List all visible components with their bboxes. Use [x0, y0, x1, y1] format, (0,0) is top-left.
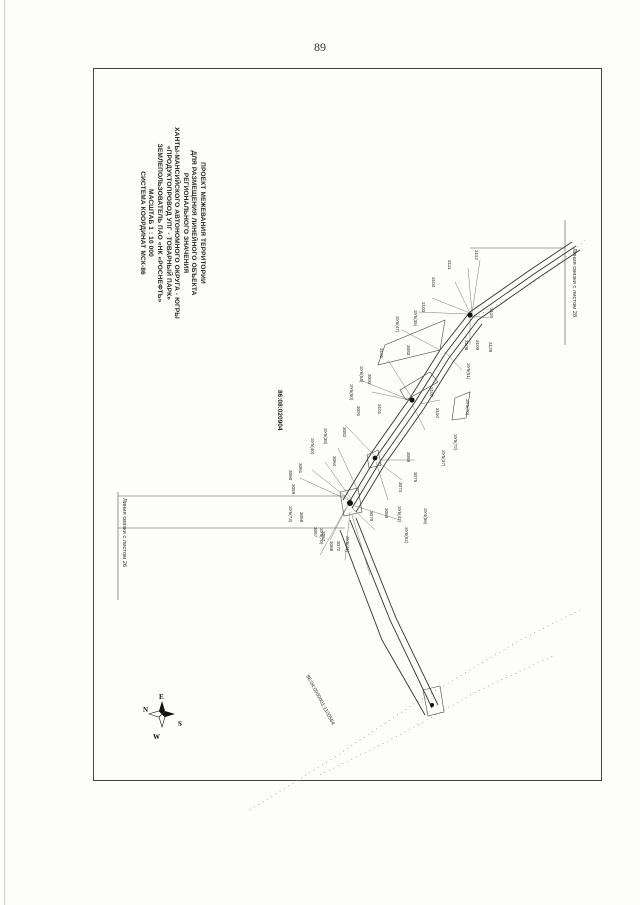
plot-label: 3083 [406, 345, 411, 356]
plot-label: 3111 [447, 260, 452, 270]
plot-label: 3072 [336, 541, 341, 552]
corridor-line-4 [355, 323, 483, 513]
plot-label: 3091 [356, 406, 361, 417]
scan-edge [4, 0, 5, 905]
plot-label: 3103 [421, 302, 426, 313]
compass-arrow-north [159, 701, 165, 714]
plot-label: ЗУ6(50) [349, 384, 354, 401]
parcel-outline [399, 371, 439, 401]
dotted-boundary-middle [319, 654, 556, 776]
plot-label: ЗУ5(38) [323, 428, 328, 445]
plot-label: 3059 [291, 484, 296, 495]
plot-label: ЗУ6(54) [359, 366, 364, 383]
compass-rose: N S E W [143, 693, 182, 741]
plot-label: ЗУ5(37) [441, 450, 446, 467]
node [409, 397, 415, 403]
corridor-south-c [339, 529, 426, 716]
plot-label: ЗУ5(72) [453, 434, 458, 451]
plot-label: 3128 [488, 342, 493, 353]
plot-label: ЗУ6(73) [288, 506, 293, 523]
plot-label: 3110 [435, 408, 440, 418]
plot-label: 3101 [377, 404, 382, 415]
plot-label: 3118 [489, 308, 494, 318]
plot-label: ЗУ6(51) [466, 363, 471, 380]
plot-label: 3067 [321, 531, 326, 542]
plot-label: ЗУ5(70) [465, 399, 470, 416]
plot-label: 3074 [398, 482, 403, 493]
plot-label: 3107 [429, 387, 434, 398]
plot-label: 3068 [406, 452, 411, 463]
compass-s: S [178, 720, 182, 728]
plot-label: 3057 [313, 527, 318, 538]
plot-label: ЗУ6(41) [345, 536, 350, 553]
plot-label: 3075 [413, 472, 418, 483]
dotted-boundary-lower [249, 609, 581, 811]
parcel-outline [339, 487, 363, 517]
plot-label: 3060 [288, 470, 293, 481]
plot-label: 3108 [464, 340, 469, 351]
parcel-outline [377, 319, 446, 366]
plot-label: 3102 [379, 348, 384, 359]
corridor-south-b [355, 517, 439, 706]
plot-label: 3112 [474, 250, 479, 260]
node [430, 703, 434, 707]
plot-label: ЗУ5(35) [413, 310, 418, 327]
plot-label: 3061 [298, 463, 303, 474]
plot-label: 3109 [475, 340, 480, 351]
plot-label: ЗУ4(56) [423, 508, 428, 525]
node [372, 455, 378, 461]
plot-label: 3069 [384, 508, 389, 519]
plot-label: ЗУ5(40) [310, 438, 315, 455]
plot-label: 3068 [329, 541, 334, 552]
leader-lines [299, 259, 491, 576]
plot-label: 3092 [367, 374, 372, 385]
plot-label: 3070 [369, 511, 374, 522]
corridor-line-2 [347, 245, 577, 505]
plot-label: ЗУ6(52) [404, 527, 409, 544]
cadastral-parcel-label: 86:04:0000001:1100564 [304, 674, 336, 726]
pipeline-corridor [339, 241, 581, 716]
dotted-boundaries [249, 239, 586, 811]
node [347, 500, 353, 506]
parcel-outline [422, 685, 445, 717]
corridor-line-3 [351, 249, 581, 509]
compass-n: N [143, 706, 148, 714]
plot-label: ЗУ5(70) [319, 528, 324, 545]
parcel-outline [366, 449, 382, 469]
plot-label: ЗУ6(47) [395, 316, 400, 333]
pipeline-nodes [347, 312, 473, 707]
plot-label: 3082 [342, 427, 347, 438]
node [467, 312, 473, 318]
plot-label: ЗУ6(42) [397, 506, 402, 523]
sheet-link-lines [117, 220, 566, 600]
plot-label: 3104 [431, 277, 436, 288]
compass-e: E [159, 693, 164, 701]
corridor-south-a [349, 519, 433, 709]
map-frame [93, 68, 602, 781]
parcel-outline [451, 391, 471, 421]
plot-label: 3058 [299, 512, 304, 523]
plot-label: 3064 [332, 456, 337, 467]
dotted-boundary-upper [469, 239, 586, 321]
plot-label-group: 3060 3061 3059 3058 3057 3067 3068 3072 … [288, 250, 494, 553]
compass-arrow-east [162, 711, 175, 717]
compass-w: W [153, 733, 160, 741]
compass-arrow-west [147, 710, 163, 718]
page-number: 89 [314, 40, 326, 54]
corridor-line-1 [342, 241, 573, 501]
parcel-outlines [339, 319, 471, 717]
